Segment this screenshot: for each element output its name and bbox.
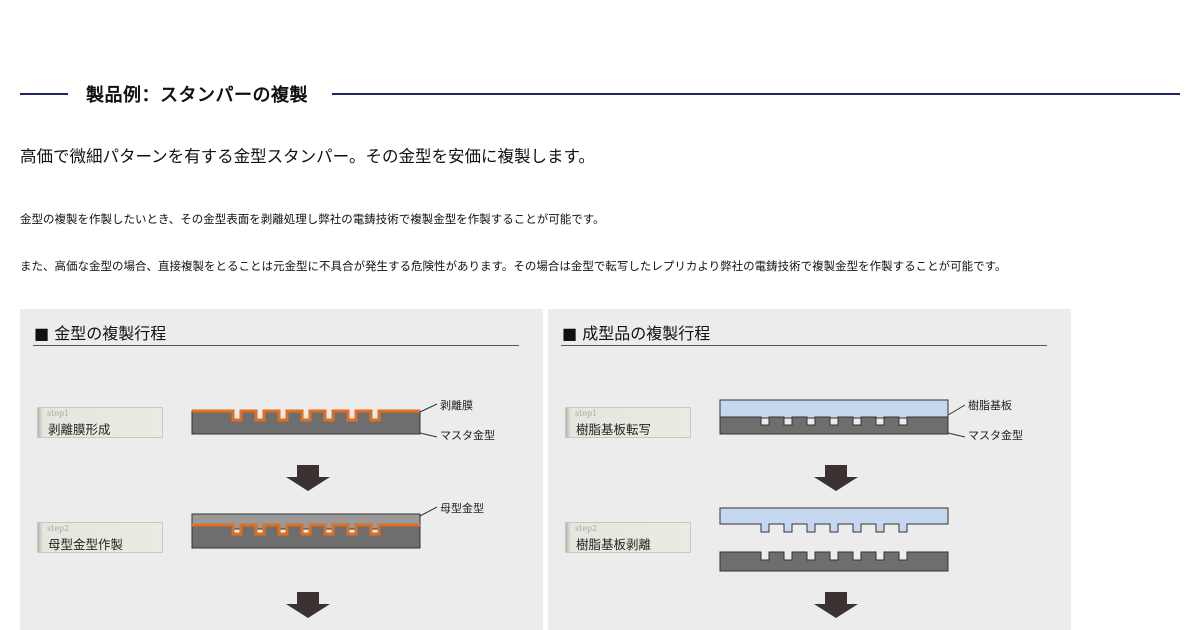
paragraph: また、高価な金型の場合、直接複製をとることは元金型に不具合が発生する危険性があり… — [20, 259, 1007, 273]
label-resin: 樹脂基板 — [968, 398, 1012, 412]
label-master: マスタ金型 — [968, 428, 1023, 442]
resin-transfer-diagram: 樹脂基板 マスタ金型 — [719, 398, 1023, 442]
step-box: step2 樹脂基板剥離 — [565, 522, 691, 553]
label-release-film: 剥離膜 — [440, 398, 473, 412]
panel-title: ■ 金型の複製行程 — [34, 324, 167, 343]
step-label: 樹脂基板転写 — [576, 422, 652, 437]
step-number: step2 — [575, 524, 598, 533]
paragraph: 金型の複製を作製したいとき、その金型表面を剥離処理し弊社の電鋳技術で複製金型を作… — [20, 212, 605, 226]
heading-rule-right — [332, 93, 1180, 95]
panel-title: ■ 成型品の複製行程 — [562, 324, 711, 343]
mold-replication-panel: ■ 金型の複製行程 step1 剥離膜形成 剥離膜 マスタ金型 step2 母型… — [20, 309, 543, 630]
step-label: 樹脂基板剥離 — [576, 537, 652, 552]
arrow-down-icon — [814, 465, 858, 491]
step-box: step1 樹脂基板転写 — [565, 407, 691, 438]
step-number: step2 — [47, 524, 70, 533]
section-title: 製品例：スタンパーの複製 — [86, 85, 308, 106]
heading-rule-left — [20, 93, 68, 95]
mother-mold-diagram: 母型金型 — [191, 501, 484, 549]
step-number: step1 — [47, 409, 70, 418]
arrow-down-icon — [286, 592, 330, 618]
intro-text: 高価で微細パターンを有する金型スタンパー。その金型を安価に複製します。 — [20, 147, 595, 166]
label-master: マスタ金型 — [440, 428, 495, 442]
divider — [33, 345, 519, 346]
label-mother-mold: 母型金型 — [440, 501, 484, 515]
step-box: step2 母型金型作製 — [37, 522, 163, 553]
release-film-diagram: 剥離膜 マスタ金型 — [191, 398, 495, 442]
arrow-down-icon — [814, 592, 858, 618]
molded-product-panel: ■ 成型品の複製行程 step1 樹脂基板転写 樹脂基板 マスタ金型 step2… — [548, 309, 1071, 630]
resin-release-diagram — [719, 507, 949, 572]
arrow-down-icon — [286, 465, 330, 491]
step-label: 剥離膜形成 — [48, 422, 111, 437]
step-number: step1 — [575, 409, 598, 418]
step-box: step1 剥離膜形成 — [37, 407, 163, 438]
step-label: 母型金型作製 — [48, 537, 124, 552]
divider — [561, 345, 1047, 346]
